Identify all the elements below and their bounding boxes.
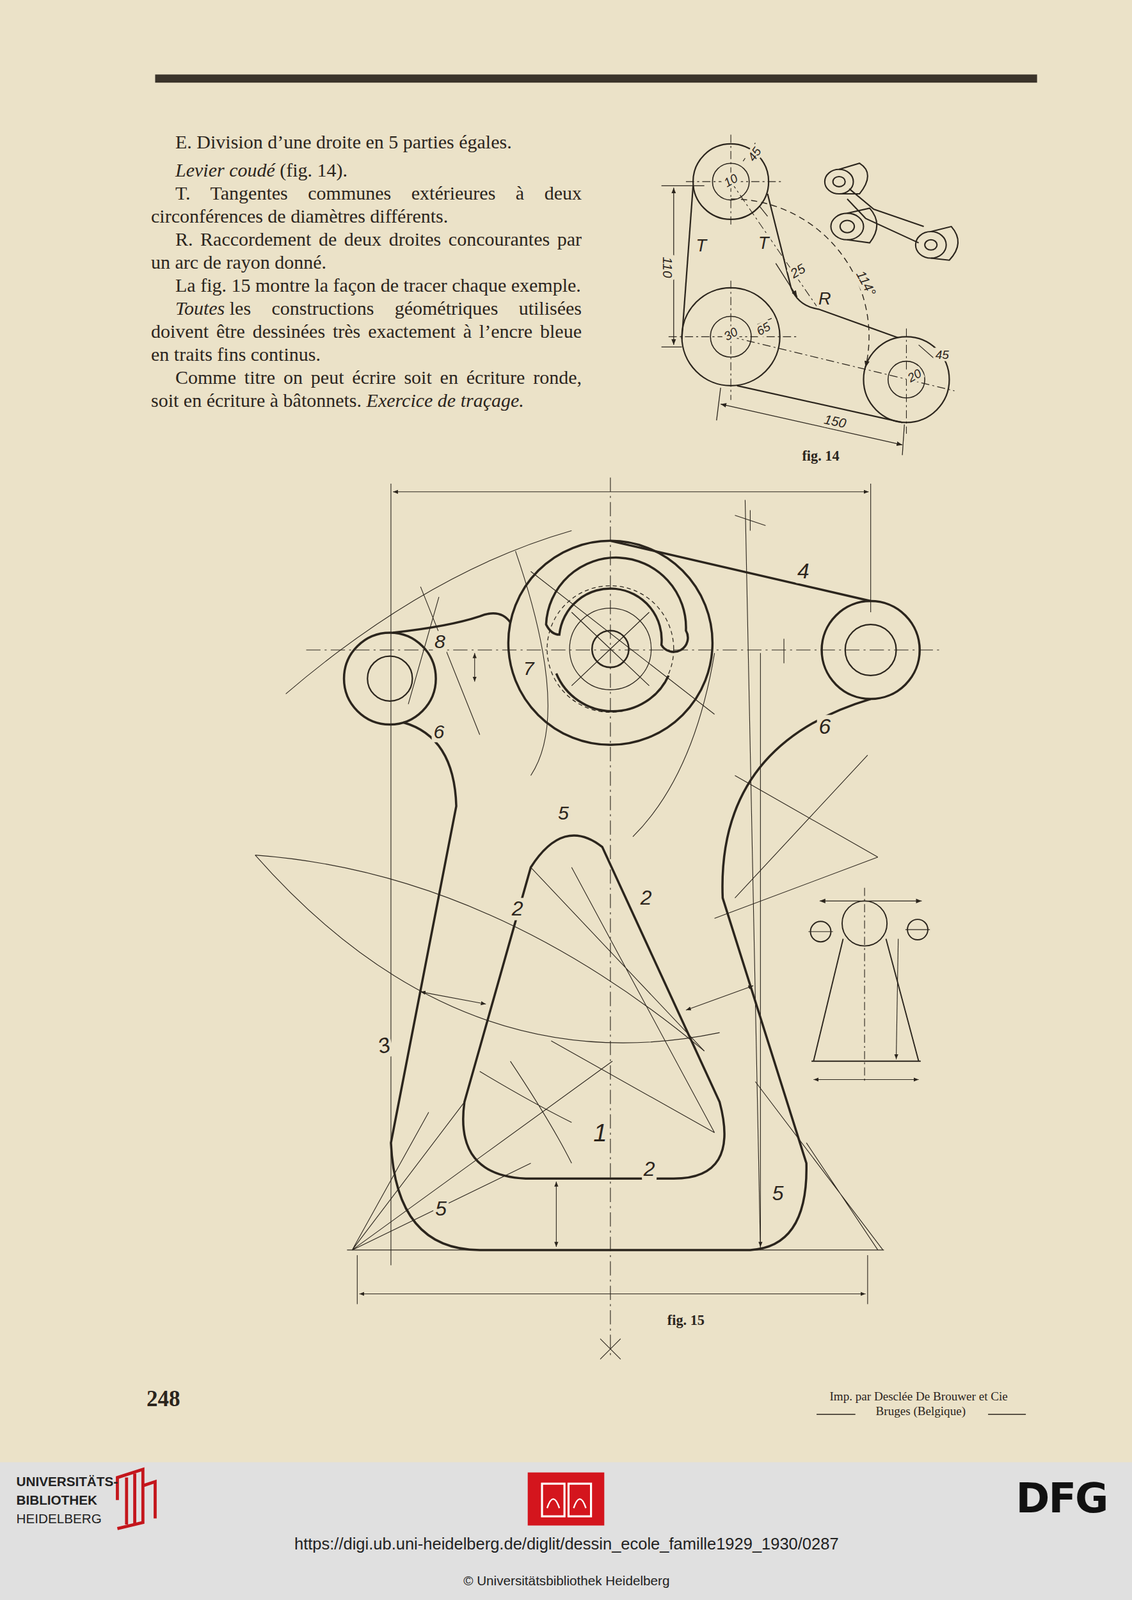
library-name: BIBLIOTHEK	[16, 1492, 98, 1508]
paragraph: T. Tangentes communes extérieures à deux…	[151, 181, 582, 228]
figure-caption: fig. 14	[801, 448, 839, 465]
step-number: 2	[510, 898, 526, 921]
step-number: 1	[591, 1119, 609, 1147]
top-rule	[154, 74, 1037, 83]
step-number: 4	[795, 559, 812, 584]
paragraph: E. Division d’une droite en 5 parties ég…	[151, 130, 582, 154]
figure-15	[255, 477, 940, 1360]
dimension: 45	[933, 347, 951, 361]
step-number: 2	[641, 1158, 658, 1181]
step-number: 8	[432, 631, 448, 653]
body-text: E. Division d’une droite en 5 parties ég…	[175, 131, 512, 153]
dimension: 110	[660, 254, 676, 280]
step-number: 6	[817, 714, 834, 739]
paragraph: Levier coudé(fig. 14).	[151, 158, 582, 182]
library-logo	[117, 1469, 155, 1530]
text-block: E. Division d’une droite en 5 parties ég…	[151, 130, 582, 413]
body-text: (fig. 14).	[279, 159, 348, 181]
body-text: Toutes	[175, 297, 225, 319]
body-text: R. Raccordement de deux droites concoura…	[151, 228, 582, 273]
source-url: https://digi.ub.uni-heidelberg.de/diglit…	[294, 1535, 839, 1554]
step-number: 7	[521, 657, 537, 679]
paragraph: La fig. 15 montre la façon de tracer cha…	[151, 273, 582, 297]
printer-note: Imp. par Desclée De Brouwer et Cie	[829, 1389, 1008, 1404]
step-number: 6	[431, 721, 447, 743]
body-text: Exercice de traçage.	[366, 389, 525, 411]
body-text: Levier coudé	[175, 159, 276, 181]
step-number: 5	[770, 1183, 786, 1206]
paragraph: Comme titre on peut écrire soit en écrit…	[151, 366, 582, 413]
library-name: UNIVERSITÄTS-	[16, 1474, 119, 1490]
footer-band	[0, 1462, 1132, 1600]
body-text: La fig. 15 montre la façon de tracer cha…	[175, 274, 582, 296]
body-text: T. Tangentes communes extérieures à deux…	[151, 182, 582, 227]
episteme-logo	[527, 1473, 605, 1527]
printer-note: Bruges (Belgique)	[876, 1403, 967, 1418]
construction-letter: R	[816, 289, 834, 309]
step-number: 5	[433, 1198, 449, 1221]
figure-caption: fig. 15	[667, 1313, 705, 1330]
paragraph: R. Raccordement de deux droites concoura…	[151, 227, 582, 274]
construction-letter: T	[694, 236, 710, 256]
step-number: 5	[556, 803, 571, 825]
copyright: © Universitätsbibliothek Heidelberg	[463, 1574, 670, 1589]
figure-14	[661, 135, 958, 456]
paragraph: Toutesles constructions géométriques uti…	[151, 296, 582, 367]
page-number: 248	[146, 1387, 181, 1413]
library-name: HEIDELBERG	[16, 1511, 102, 1527]
construction-letter: T	[756, 233, 772, 253]
step-number: 2	[638, 886, 654, 910]
funder-logo: DFG	[1015, 1476, 1108, 1522]
